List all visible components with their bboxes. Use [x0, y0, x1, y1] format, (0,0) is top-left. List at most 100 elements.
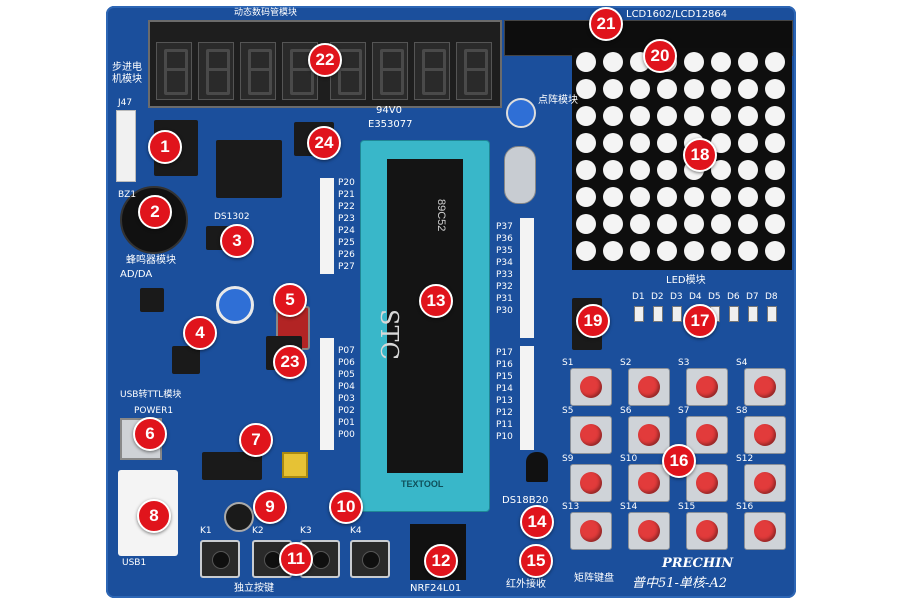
matrix-led: [630, 241, 650, 261]
callout-13: 13: [419, 284, 453, 318]
matrix-key-s8[interactable]: [744, 416, 786, 454]
matrix-led: [684, 106, 704, 126]
callout-5: 5: [273, 283, 307, 317]
matrix-led: [603, 106, 623, 126]
cert-code: E353077: [368, 119, 413, 130]
pin-label: P34: [496, 258, 513, 268]
pin-label: P26: [338, 250, 355, 260]
matrix-key-s13[interactable]: [570, 512, 612, 550]
zif-socket[interactable]: STC 89C52 TEXTOOL: [360, 140, 490, 512]
pin-label: P27: [338, 262, 355, 272]
indep-key-label: K1: [200, 526, 212, 536]
matrix-key-s16[interactable]: [744, 512, 786, 550]
mcu-part: 89C52: [435, 199, 447, 232]
keypad-label: 矩阵键盘: [574, 573, 614, 584]
matrix-key-s2[interactable]: [628, 368, 670, 406]
matrix-led: [684, 52, 704, 72]
matrix-led: [711, 187, 731, 207]
matrix-led: [738, 106, 758, 126]
matrix-led: [657, 106, 677, 126]
pin-label: P33: [496, 270, 513, 280]
pin-label: P23: [338, 214, 355, 224]
callout-10: 10: [329, 490, 363, 524]
matrix-key-s6[interactable]: [628, 416, 670, 454]
led-label: D3: [670, 292, 683, 302]
nrf-label: NRF24L01: [410, 583, 462, 594]
matrix-led: [603, 187, 623, 207]
pin-label: P16: [496, 360, 513, 370]
digit: [240, 42, 276, 100]
matrix-key-s10[interactable]: [628, 464, 670, 502]
ic-chip: [216, 140, 282, 198]
matrix-key-s15[interactable]: [686, 512, 728, 550]
indep-key-label: K3: [300, 526, 312, 536]
matrix-led: [765, 133, 785, 153]
pin-label: P12: [496, 408, 513, 418]
jumper[interactable]: [282, 452, 308, 478]
matrix-key-s7[interactable]: [686, 416, 728, 454]
p0-header: [320, 338, 334, 450]
matrix-led: [576, 214, 596, 234]
callout-18: 18: [683, 138, 717, 172]
matrix-key-s4[interactable]: [744, 368, 786, 406]
adc-chip: [140, 288, 164, 312]
ir-label: 红外接收: [506, 579, 546, 590]
board-brand: PRECHIN: [662, 556, 734, 571]
dac-chip: [172, 346, 200, 374]
matrix-led: [738, 160, 758, 180]
cert-text: 94V0: [376, 105, 402, 116]
pin-label: P31: [496, 294, 513, 304]
usb-ttl-label: USB转TTL模块: [120, 390, 182, 400]
led: [653, 306, 663, 322]
callout-11: 11: [279, 542, 313, 576]
key-label: S7: [678, 406, 690, 416]
led-module-label: LED模块: [666, 275, 706, 286]
matrix-keypad: S1S2S3S4S5S6S7S8S9S10S11S12S13S14S15S16: [562, 358, 792, 550]
j47-label: J47: [118, 98, 133, 108]
matrix-led: [711, 160, 731, 180]
stepper-connector: [116, 110, 136, 182]
matrix-led: [657, 133, 677, 153]
matrix-key-s14[interactable]: [628, 512, 670, 550]
key-label: S2: [620, 358, 632, 368]
matrix-key-s3[interactable]: [686, 368, 728, 406]
key-label: S9: [562, 454, 574, 464]
matrix-led: [711, 79, 731, 99]
digit: [372, 42, 408, 100]
pin-label: P21: [338, 190, 355, 200]
digit: [156, 42, 192, 100]
matrix-key-s12[interactable]: [744, 464, 786, 502]
pin-label: P00: [338, 430, 355, 440]
matrix-led: [576, 187, 596, 207]
lcd-header-label: LCD1602/LCD12864: [626, 9, 728, 20]
crystal: [504, 146, 536, 204]
callout-12: 12: [424, 544, 458, 578]
potentiometer[interactable]: [506, 98, 536, 128]
digit: [198, 42, 234, 100]
indep-key-label: K2: [252, 526, 264, 536]
matrix-key-s1[interactable]: [570, 368, 612, 406]
key-label: S8: [736, 406, 748, 416]
led-label: D5: [708, 292, 721, 302]
callout-15: 15: [519, 544, 553, 578]
matrix-led: [765, 106, 785, 126]
independent-key-k4[interactable]: [350, 540, 390, 578]
power1-label: POWER1: [134, 406, 174, 416]
adc-potentiometer[interactable]: [216, 286, 254, 324]
callout-3: 3: [220, 224, 254, 258]
matrix-key-s11[interactable]: [686, 464, 728, 502]
independent-key-k1[interactable]: [200, 540, 240, 578]
matrix-led: [630, 187, 650, 207]
matrix-key-s5[interactable]: [570, 416, 612, 454]
pin-label: P17: [496, 348, 513, 358]
matrix-led: [657, 187, 677, 207]
mcu-brand: STC: [375, 309, 403, 360]
lattice-label: 点阵模块: [538, 95, 578, 106]
callout-22: 22: [308, 43, 342, 77]
matrix-key-s9[interactable]: [570, 464, 612, 502]
matrix-led: [765, 52, 785, 72]
matrix-led: [711, 106, 731, 126]
digit: [414, 42, 450, 100]
matrix-led: [711, 52, 731, 72]
matrix-led: [765, 241, 785, 261]
